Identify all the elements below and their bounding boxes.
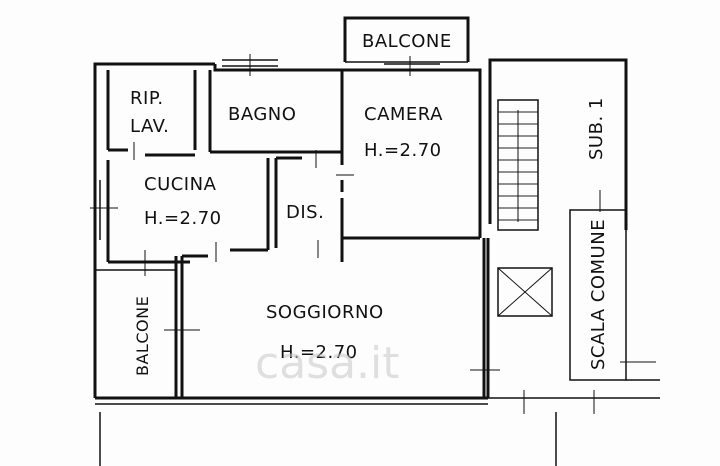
label-soggiorno-height: H.=2.70 <box>280 342 358 363</box>
label-lav: LAV. <box>130 116 169 137</box>
label-rip: RIP. <box>130 88 164 109</box>
balcone-left <box>93 269 176 398</box>
camera-room <box>340 180 480 240</box>
label-camera-height: H.=2.70 <box>364 140 442 161</box>
label-bagno: BAGNO <box>228 104 296 125</box>
apartment-outline <box>93 62 490 405</box>
label-cucina: CUCINA <box>144 174 217 195</box>
label-sub: SUB. 1 <box>586 97 607 160</box>
balcone-top <box>343 16 470 63</box>
bottom-context <box>99 412 557 466</box>
windows <box>90 54 440 331</box>
label-scala-comune: SCALA COMUNE <box>588 219 609 370</box>
watermark: casa.it <box>255 338 400 389</box>
label-balcone-top: BALCONE <box>362 31 452 52</box>
label-camera: CAMERA <box>364 104 443 125</box>
dis-room <box>274 156 344 262</box>
stairwell <box>470 58 660 414</box>
label-dis: DIS. <box>286 202 324 223</box>
bagno-room <box>208 70 344 165</box>
door-marks <box>133 142 354 262</box>
label-cucina-height: H.=2.70 <box>144 208 222 229</box>
label-balcone-left: BALCONE <box>133 296 152 376</box>
soggiorno-room <box>174 254 208 398</box>
rip-lav-room <box>106 70 197 157</box>
label-soggiorno: SOGGIORNO <box>266 302 384 323</box>
